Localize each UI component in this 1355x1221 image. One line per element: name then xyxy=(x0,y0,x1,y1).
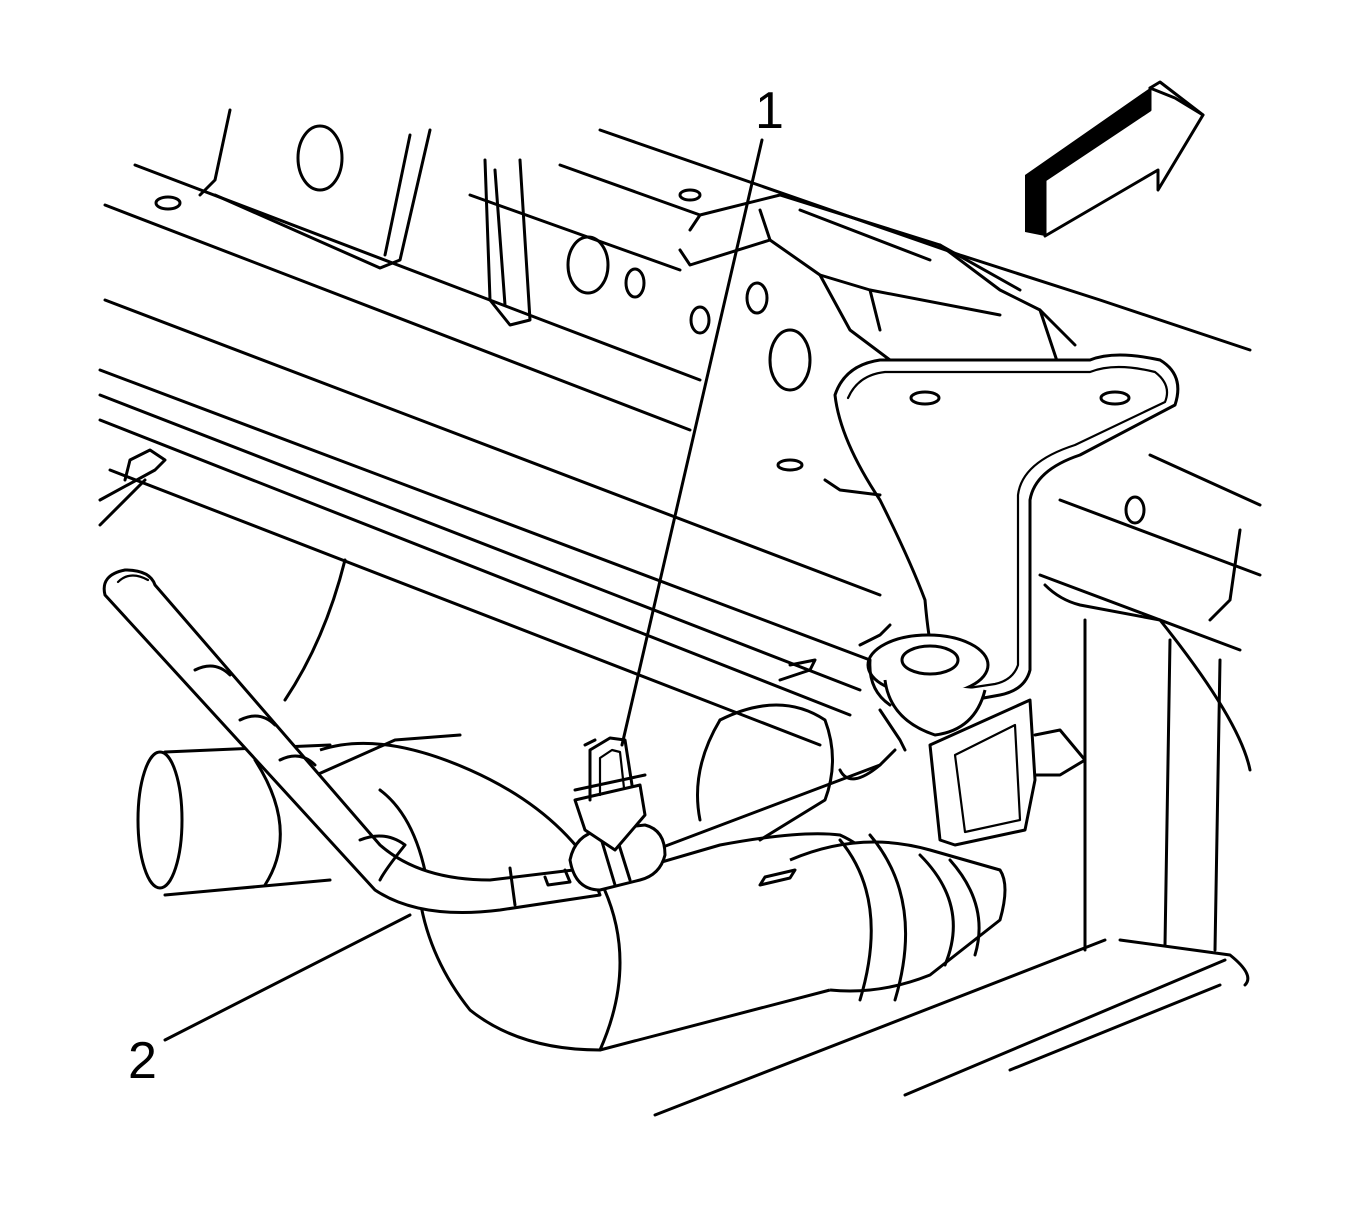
leader-line-2 xyxy=(163,913,412,1042)
vent-hose xyxy=(102,568,897,914)
exhaust-assembly xyxy=(136,558,1007,1052)
frame-bracket xyxy=(678,193,1262,847)
direction-arrow-icon xyxy=(1025,80,1205,238)
lower-body-panel xyxy=(653,583,1252,1117)
leader-line-1 xyxy=(620,138,764,747)
callout-1: 1 xyxy=(755,82,784,140)
callout-2: 2 xyxy=(128,1032,157,1090)
hose-clip xyxy=(568,736,667,892)
crossmember xyxy=(98,108,1252,747)
